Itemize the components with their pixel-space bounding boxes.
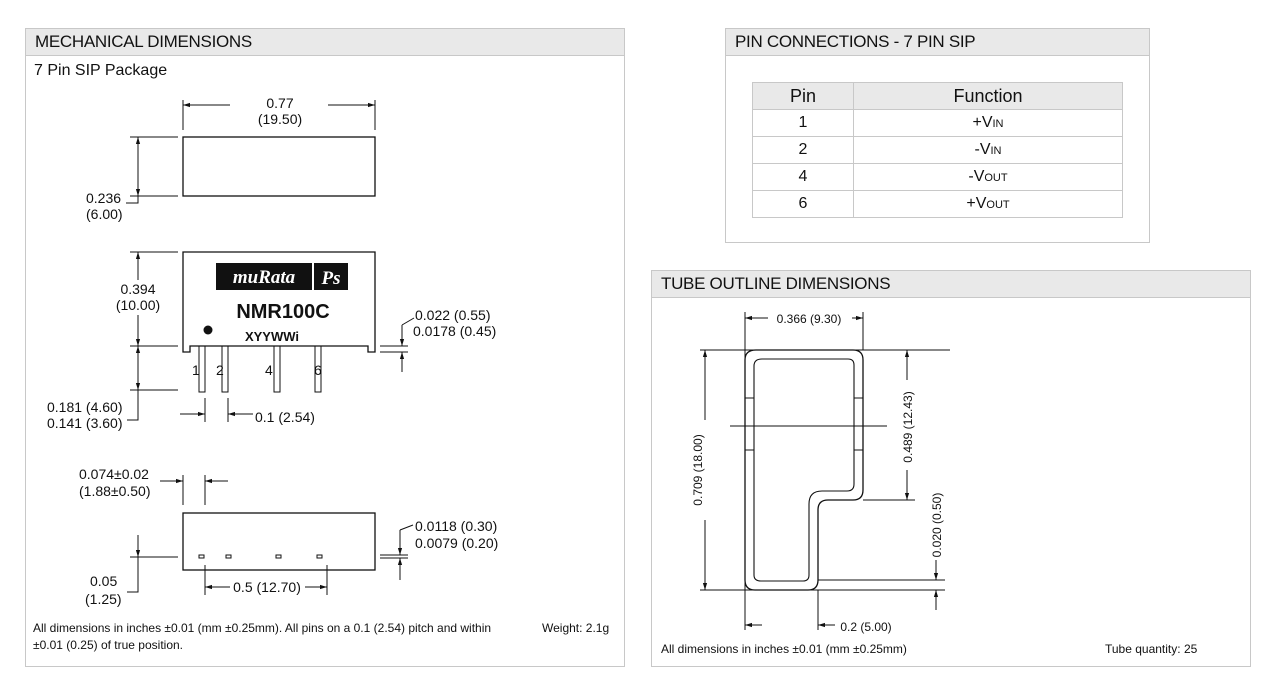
dim-label: (10.00) [116, 297, 160, 313]
dim-label: 0.0118 (0.30) [415, 518, 497, 534]
header-pin: Pin [752, 82, 854, 110]
svg-text:Ps: Ps [321, 268, 341, 289]
pin-function: -VOUT [853, 163, 1123, 191]
dim-label: 0.1 (2.54) [255, 409, 315, 425]
pin1-marker-dot [203, 325, 213, 335]
svg-text:muRata: muRata [233, 267, 296, 288]
front-view-drawing [127, 251, 415, 422]
pin-number: 6 [752, 190, 854, 218]
pin-function: +VOUT [853, 190, 1123, 218]
pin-label: 1 [192, 362, 200, 378]
tube-quantity: Tube quantity: 25 [1105, 642, 1198, 656]
dim-label: (1.25) [85, 591, 122, 607]
pin-function: +VIN [853, 109, 1123, 137]
part-number: NMR100C [236, 301, 329, 323]
dim-label: 0.394 [120, 281, 155, 297]
pin-table: Pin Function 1+VIN 2-VIN 4-VOUT 6+VOUT [752, 82, 1123, 218]
mechanical-dimensions-panel: MECHANICAL DIMENSIONS [25, 28, 625, 667]
pin-number: 2 [752, 136, 854, 164]
table-row: 4-VOUT [752, 163, 1123, 191]
dim-label: 0.0178 (0.45) [413, 323, 496, 339]
date-code: XYYWWi [245, 329, 299, 344]
panel-title: TUBE OUTLINE DIMENSIONS [652, 271, 1250, 298]
dim-label: 0.074±0.02 [79, 466, 149, 482]
side-view-drawing [127, 475, 414, 595]
dim-label: 0.05 [90, 573, 117, 589]
dim-label: 0.77 [266, 95, 293, 111]
tube-outline-panel: TUBE OUTLINE DIMENSIONS [651, 270, 1251, 667]
pin-label: 6 [314, 362, 322, 378]
pin-label: 2 [216, 362, 224, 378]
dim-label: (6.00) [86, 206, 123, 222]
header-function: Function [853, 82, 1123, 110]
note-line-1: All dimensions in inches ±0.01 (mm ±0.25… [33, 621, 492, 635]
dim-label: 0.0079 (0.20) [415, 535, 498, 551]
pin-label: 4 [265, 362, 273, 378]
dim-label: 0.489 (12.43) [901, 391, 915, 462]
table-header: Pin Function [752, 82, 1123, 110]
note-line-2: ±0.01 (0.25) of true position. [33, 638, 184, 652]
murata-logo: muRata Ps [216, 263, 348, 290]
dim-label: 0.022 (0.55) [415, 307, 491, 323]
pin-number: 1 [752, 109, 854, 137]
dim-label: 0.236 [86, 190, 121, 206]
dim-label: (19.50) [258, 111, 302, 127]
panel-title: MECHANICAL DIMENSIONS [26, 29, 624, 56]
dim-label: 0.709 (18.00) [691, 434, 705, 505]
panel-title: PIN CONNECTIONS - 7 PIN SIP [726, 29, 1149, 56]
table-row: 1+VIN [752, 109, 1123, 137]
dim-label: (1.88±0.50) [79, 483, 151, 499]
package-subtitle: 7 Pin SIP Package [34, 62, 168, 79]
dim-label: 0.2 (5.00) [840, 620, 891, 634]
weight-label: Weight: 2.1g [542, 621, 610, 635]
dimensions-note: All dimensions in inches ±0.01 (mm ±0.25… [33, 620, 491, 654]
tube-outline-drawing [700, 312, 950, 630]
dim-label: 0.5 (12.70) [233, 579, 301, 595]
dim-label: 0.020 (0.50) [930, 493, 944, 558]
dim-label: 0.366 (9.30) [777, 312, 842, 326]
table-row: 6+VOUT [752, 190, 1123, 218]
top-view-drawing [126, 100, 376, 204]
tube-note: All dimensions in inches ±0.01 (mm ±0.25… [661, 642, 907, 656]
dim-label: 0.181 (4.60) [47, 399, 123, 415]
dim-label: 0.141 (3.60) [47, 415, 123, 431]
